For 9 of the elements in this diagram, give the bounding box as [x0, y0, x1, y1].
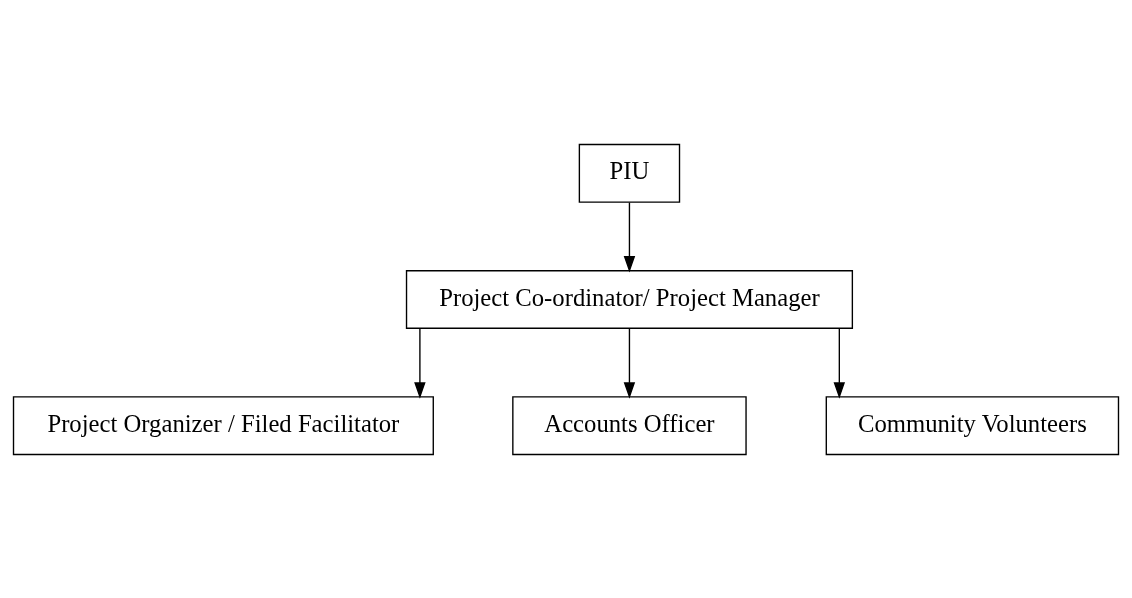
node-box: Community Volunteers	[825, 395, 1120, 455]
arrow	[414, 327, 426, 399]
node-box: PIU	[578, 143, 681, 203]
node-box: Project Co-ordinator/ Project Manager	[405, 269, 854, 329]
node-box: Project Organizer / Filed Facilitator	[12, 395, 434, 455]
arrow	[623, 327, 636, 399]
node-box: Accounts Officer	[512, 395, 747, 455]
arrow	[623, 201, 636, 272]
arrow	[833, 327, 846, 399]
